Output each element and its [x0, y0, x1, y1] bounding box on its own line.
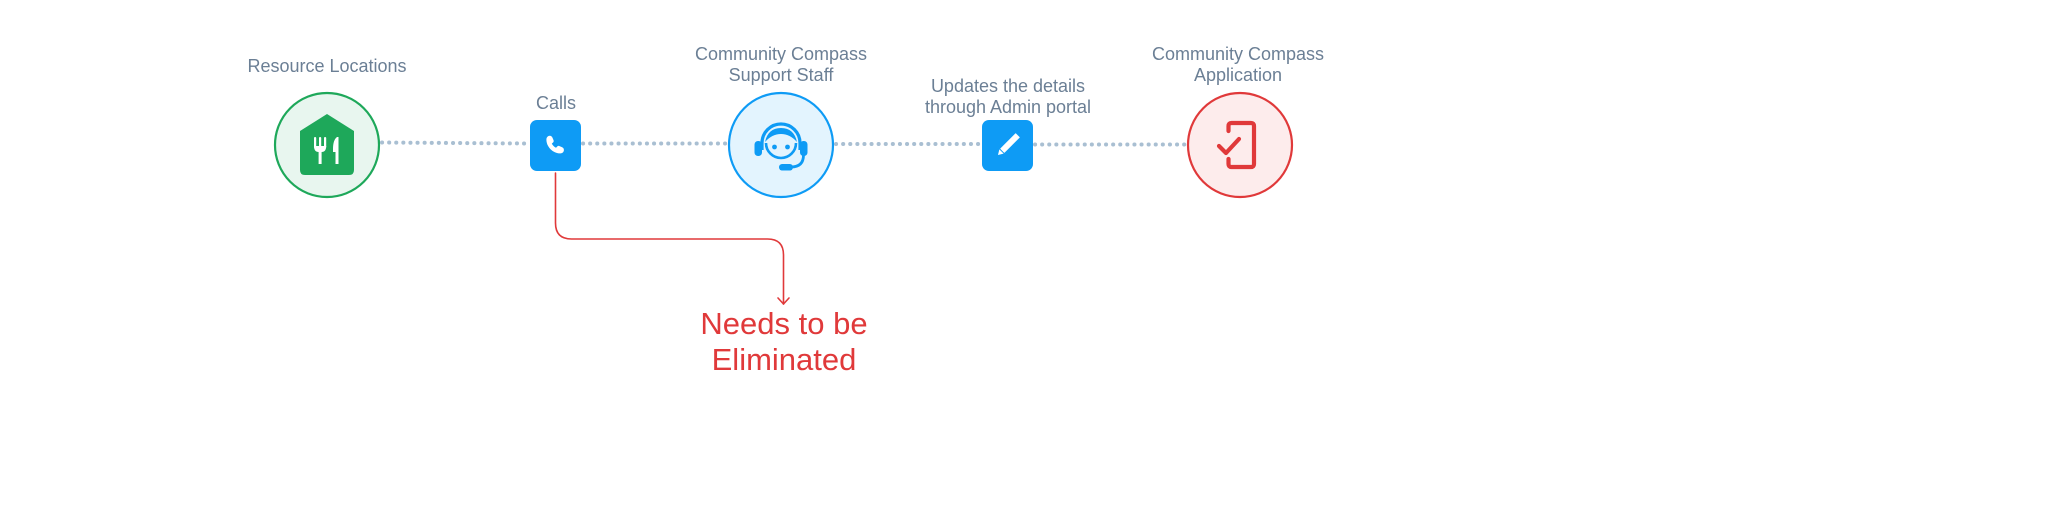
calls-label: Calls	[535, 93, 576, 113]
eliminate-arrow	[554, 172, 790, 305]
support-staff-label: Community Compass Support Staff	[694, 44, 868, 85]
mobile-check-icon	[1216, 120, 1257, 170]
connector-resource-to-calls	[380, 140, 531, 146]
dotted-connectors	[380, 140, 1188, 147]
restaurant-home-icon	[300, 114, 354, 175]
application-node	[1186, 91, 1294, 199]
phone-icon	[546, 135, 564, 154]
support-staff-node	[727, 91, 835, 199]
eliminate-callout-text: Needs to be Eliminated	[700, 306, 868, 377]
admin-update-node	[982, 120, 1033, 171]
admin-update-label: Updates the details through Admin portal	[924, 76, 1092, 117]
pencil-icon	[997, 133, 1020, 156]
resource-locations-label: Resource Locations	[247, 56, 407, 76]
resource-locations-node	[273, 91, 381, 199]
calls-node	[530, 120, 581, 171]
application-label: Community Compass Application	[1151, 44, 1325, 85]
headset-agent-icon	[754, 122, 808, 171]
